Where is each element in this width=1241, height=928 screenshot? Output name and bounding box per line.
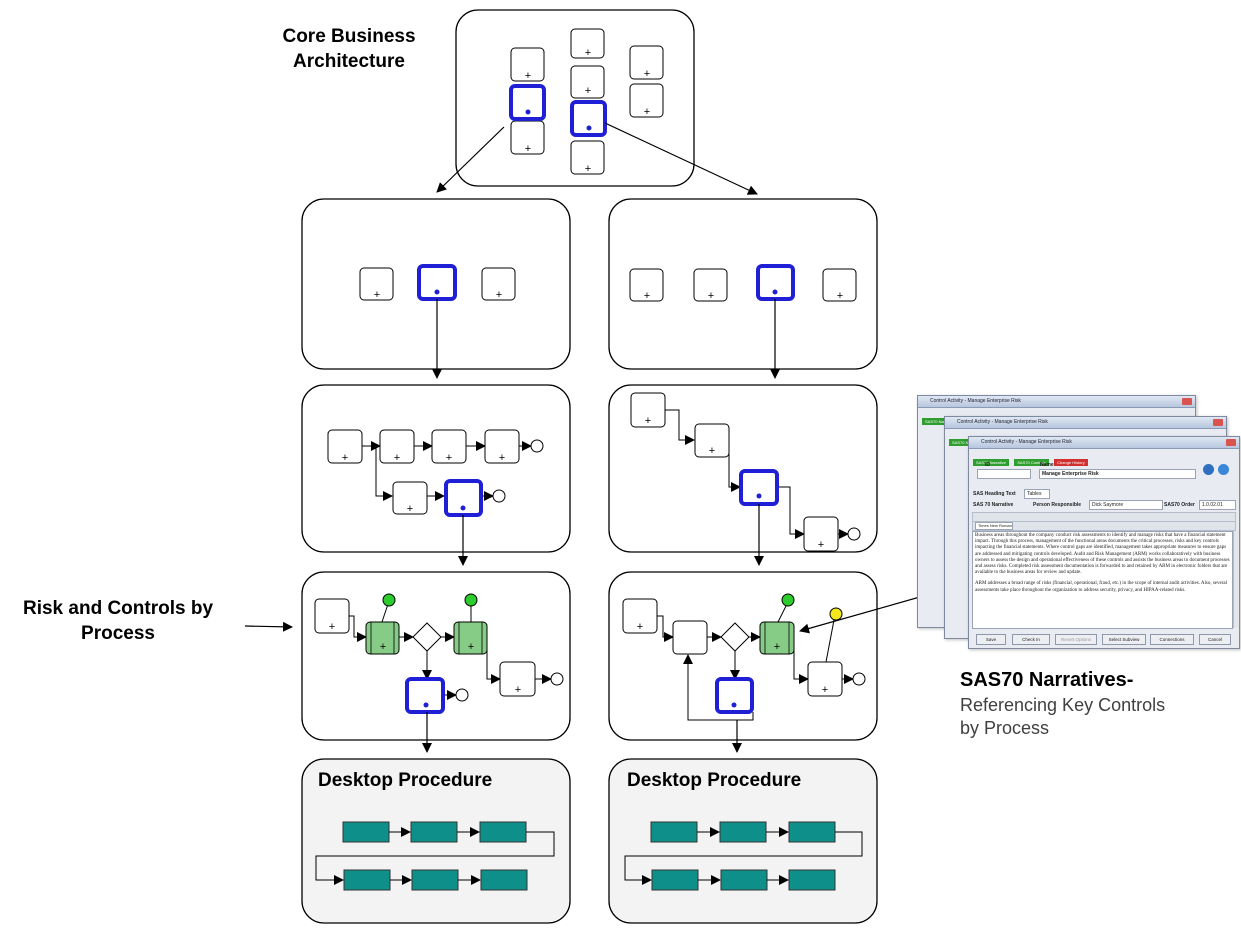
sas-narrative-label: SAS 70 Narrative [973, 502, 1014, 508]
svg-text:+: + [394, 452, 400, 464]
select-subview-button[interactable]: Select Subview [1102, 634, 1146, 645]
desktop-procedure-title-right: Desktop Procedure [627, 770, 802, 791]
right-process-panel [608, 384, 878, 553]
right-level1-boxes [629, 268, 857, 302]
right-level1-panel [608, 198, 878, 370]
person-responsible-select[interactable]: Dick Saymore [1089, 500, 1163, 510]
svg-text:+: + [585, 47, 591, 59]
svg-text:+: + [525, 143, 531, 155]
tab-sas70-controls[interactable]: SAS70 Controls [1014, 459, 1049, 466]
svg-text:+: + [822, 684, 828, 696]
connections-button[interactable]: Connections [1150, 634, 1194, 645]
left-level1-boxes [359, 267, 516, 301]
core-highlighted-boxes [509, 84, 607, 137]
id-label: ID [985, 462, 990, 468]
svg-text:+: + [407, 503, 413, 515]
sas-heading-field[interactable]: Tables [1024, 489, 1050, 499]
narrative-scrollbar[interactable] [1233, 531, 1239, 628]
core-to-right-arrow [604, 122, 758, 195]
core-to-left-arrow [436, 126, 505, 193]
tab-sas70-narrative[interactable]: SAS70 Narrative [973, 459, 1009, 466]
name-label: Name [1040, 462, 1054, 468]
svg-text:+: + [708, 290, 714, 302]
desktop-procedure-title-left: Desktop Procedure [318, 770, 493, 791]
svg-text:+: + [644, 106, 650, 118]
tab-change-history[interactable]: Change History [1054, 459, 1088, 466]
svg-text:+: + [709, 445, 715, 457]
sas70-order-label: SAS70 Order [1164, 502, 1195, 508]
svg-text:+: + [818, 539, 824, 551]
right-process-flow [665, 409, 849, 539]
sas-heading-label: SAS Heading Text [973, 491, 1016, 497]
right-risk-flow [657, 603, 854, 721]
risk-label-arrow [244, 621, 293, 632]
svg-text:+: + [837, 290, 843, 302]
svg-text:+: + [585, 163, 591, 175]
left-process-flow [362, 441, 532, 501]
right-risk-panel [608, 571, 878, 741]
svg-text:+: + [374, 289, 380, 301]
svg-text:+: + [644, 68, 650, 80]
svg-text:+: + [499, 452, 505, 464]
save-button[interactable]: Save [976, 634, 1006, 645]
cross-logo-icon [1218, 464, 1229, 475]
font-select[interactable]: Times New Roman [975, 522, 1013, 530]
svg-text:+: + [644, 290, 650, 302]
sas70-narratives-subtitle: Referencing Key Controls by Process [960, 695, 1166, 738]
risk-controls-label: Risk and Controls by Process [22, 598, 214, 644]
left-desktop-steps [315, 821, 555, 891]
svg-text:+: + [645, 415, 651, 427]
sas70-narratives-title: SAS70 Narratives- [960, 669, 1134, 691]
sas70-order-field[interactable]: 1.0.02.01 [1199, 500, 1236, 510]
svg-text:+: + [585, 85, 591, 97]
core-subprocess-boxes [510, 28, 664, 175]
svg-text:+: + [496, 289, 502, 301]
sas-window-front: Control Activity - Manage Enterprise Ris… [968, 436, 1240, 649]
id-field[interactable] [977, 469, 1031, 479]
svg-text:+: + [342, 452, 348, 464]
cancel-button[interactable]: Cancel [1199, 634, 1231, 645]
svg-text:+: + [446, 452, 452, 464]
left-process-panel [301, 384, 571, 553]
left-risk-panel [301, 571, 571, 741]
svg-text:+: + [774, 641, 780, 653]
check-in-button[interactable]: Check In [1012, 634, 1050, 645]
core-box-markers: + + + + + + + [525, 47, 650, 175]
svg-text:+: + [380, 641, 386, 653]
narrative-text-area[interactable]: Business areas throughout the company co… [972, 531, 1233, 629]
svg-text:+: + [329, 621, 335, 633]
name-field[interactable]: Manage Enterprise Risk [1039, 469, 1196, 479]
core-business-architecture-label: Core Business Architecture [282, 26, 416, 72]
svg-text:+: + [637, 621, 643, 633]
shield-logo-icon [1203, 464, 1214, 475]
person-responsible-label: Person Responsible [1033, 502, 1082, 508]
svg-text:+: + [525, 70, 531, 82]
format-toolbar[interactable]: Times New Roman [972, 521, 1236, 531]
svg-text:+: + [468, 641, 474, 653]
svg-text:+: + [515, 684, 521, 696]
revert-options-button[interactable]: Revert Options [1055, 634, 1097, 645]
right-desktop-steps [624, 821, 863, 891]
